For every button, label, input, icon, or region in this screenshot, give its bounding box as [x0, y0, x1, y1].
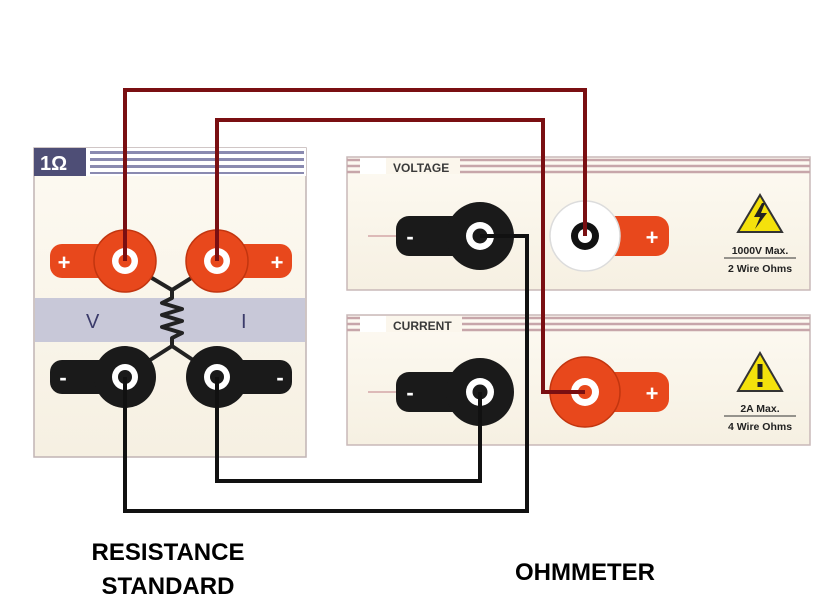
- resistance-standard-caption-line2: STANDARD: [102, 573, 235, 600]
- black-wire-v-minus: [123, 234, 529, 513]
- current-header: CURRENT: [393, 319, 452, 333]
- wires: [123, 88, 587, 513]
- resistance-standard-caption-line1: RESISTANCE: [92, 539, 245, 566]
- red-wire-i-plus: [215, 118, 585, 394]
- ohmmeter-caption: OHMMETER: [515, 559, 655, 586]
- minus-sign: -: [406, 224, 413, 249]
- plus-sign: +: [58, 250, 71, 275]
- resistance-value-header: [34, 148, 86, 176]
- i-current-label: I: [241, 311, 247, 333]
- voltage-warning: 1000V Max. 2 Wire Ohms: [724, 193, 796, 275]
- red-wire-v-plus: [123, 88, 587, 261]
- minus-sign: -: [59, 365, 66, 390]
- current-rating-line2: 4 Wire Ohms: [728, 421, 792, 433]
- voltage-rating-line1: 1000V Max.: [732, 245, 789, 257]
- plus-sign: +: [646, 225, 659, 250]
- resistance-value-label: 1Ω: [40, 153, 67, 175]
- current-warning: 2A Max. 4 Wire Ohms: [724, 351, 796, 433]
- v-sense-label: V: [86, 311, 100, 333]
- current-rating-line1: 2A Max.: [740, 403, 779, 415]
- plus-sign: +: [271, 250, 284, 275]
- voltage-header: VOLTAGE: [393, 161, 449, 175]
- minus-sign: -: [406, 380, 413, 405]
- current-plus-terminal[interactable]: +: [549, 356, 669, 428]
- header-stripes: [86, 148, 306, 176]
- lightning-icon: [754, 203, 767, 229]
- minus-sign: -: [276, 365, 283, 390]
- voltage-rating-line2: 2 Wire Ohms: [728, 263, 792, 275]
- plus-sign: +: [646, 381, 659, 406]
- black-wire-i-minus: [215, 377, 482, 483]
- resistance-standard-box: 1Ω V I: [33, 147, 307, 458]
